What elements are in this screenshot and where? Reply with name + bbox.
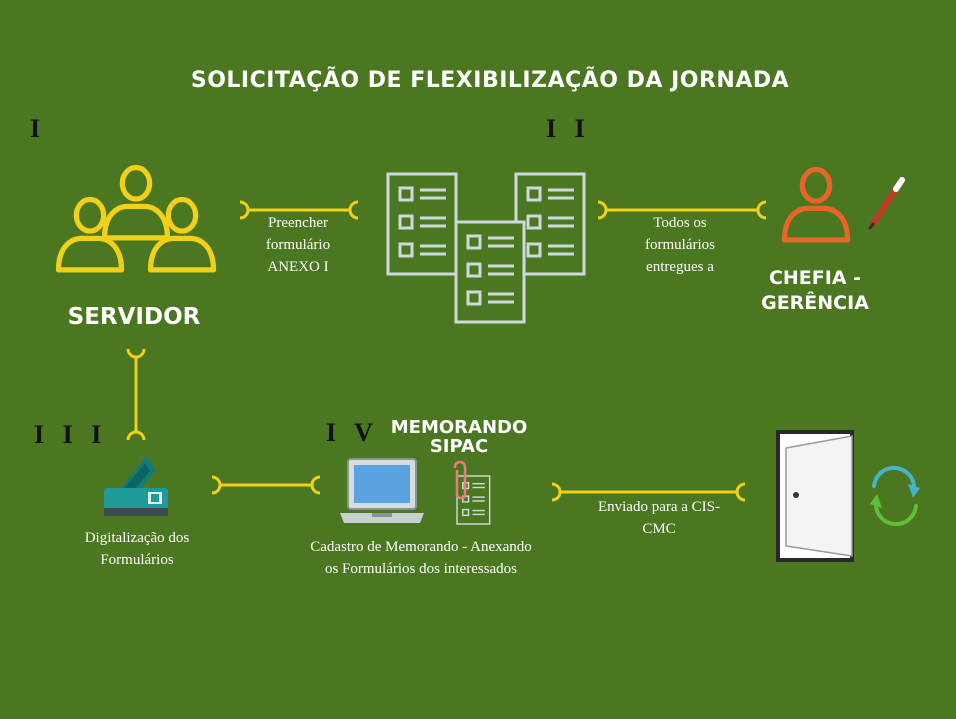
forms-delivered-caption: Todos os formulários entregues a	[645, 215, 715, 275]
paperclip-memo-icon	[453, 460, 491, 525]
scan-caption: Digitalização dos Formulários	[84, 530, 190, 568]
person-icon	[785, 170, 848, 240]
page-title: SOLICITAÇÃO DE FLEXIBILIZAÇÃO DA JORNADA	[190, 68, 790, 93]
step-numeral-1: I	[30, 114, 47, 143]
documents-icon	[386, 172, 586, 324]
scanner-icon	[104, 456, 168, 516]
fill-form-caption: Preencher formulário ANEXO I	[265, 215, 331, 275]
chefia-label: CHEFIA - GERÊNCIA	[761, 267, 869, 314]
connector-forms-delivered	[597, 200, 767, 220]
connector-servidor-down	[126, 348, 146, 441]
laptop-icon	[340, 458, 424, 523]
memo-caption: Cadastro de Memorando - Anexando os Form…	[310, 539, 532, 577]
pen-icon	[868, 177, 905, 230]
servidor-label: SERVIDOR	[67, 304, 201, 330]
sent-to-caption: Enviado para a CIS-CMC	[597, 499, 721, 537]
door-icon	[776, 430, 854, 562]
step-numeral-2: I I	[546, 114, 591, 143]
refresh-cycle-icon	[870, 465, 920, 527]
step-numeral-3: I I I	[34, 420, 108, 449]
memorando-sipac-heading: MEMORANDO SIPAC	[390, 417, 528, 457]
connector-scan-to-memo	[211, 475, 321, 495]
connector-fill-form	[239, 200, 359, 220]
step-numeral-4: I V	[326, 418, 379, 447]
connector-sent-to	[551, 482, 746, 502]
people-group-icon	[59, 168, 214, 270]
